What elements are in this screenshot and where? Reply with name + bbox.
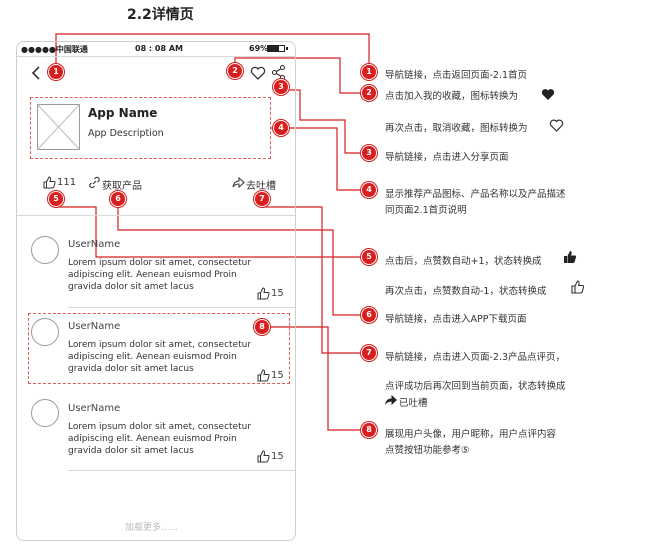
note-8b: 点赞按钮功能参考⑤ bbox=[385, 445, 470, 456]
comment-text: Lorem ipsum dolor sit amet, consectetur … bbox=[68, 422, 252, 456]
get-product-link[interactable]: 获取产品 bbox=[102, 181, 142, 192]
connector-4 bbox=[271, 127, 369, 191]
like-count[interactable]: 111 bbox=[57, 177, 77, 188]
battery-tip bbox=[286, 47, 288, 50]
avatar[interactable] bbox=[31, 236, 59, 264]
complain-link[interactable]: 去吐槽 bbox=[246, 181, 276, 192]
note-badge-3: 3 bbox=[362, 146, 376, 160]
comment-like-count[interactable]: 15 bbox=[271, 370, 284, 381]
share-arrow-filled-icon bbox=[385, 395, 397, 405]
note-4b: 同页面2.1首页说明 bbox=[385, 205, 467, 216]
note-7b: 点评成功后再次回到当前页面，状态转换成 bbox=[385, 381, 566, 392]
connector-8 bbox=[270, 326, 369, 431]
avatar[interactable] bbox=[31, 399, 59, 427]
comment-divider bbox=[68, 470, 295, 471]
annotation-badge-7: 7 bbox=[255, 192, 269, 206]
annotation-badge-4: 4 bbox=[274, 121, 288, 135]
note-badge-1: 1 bbox=[362, 65, 376, 79]
status-bar: ●●●●●中国联通 08 : 08 AM 69% bbox=[17, 42, 295, 56]
comment-highlight-box bbox=[28, 313, 290, 384]
annotation-badge-5: 5 bbox=[49, 192, 63, 206]
note-5a: 点击后，点赞数自动+1，状态转换成 bbox=[385, 256, 542, 267]
comment-text: Lorem ipsum dolor sit amet, consectetur … bbox=[68, 340, 252, 374]
carrier-label: ●●●●●中国联通 bbox=[21, 45, 88, 54]
annotation-badge-2: 2 bbox=[228, 64, 242, 78]
app-card bbox=[30, 97, 271, 159]
comment-text: Lorem ipsum dolor sit amet, consectetur … bbox=[68, 258, 252, 292]
note-badge-5: 5 bbox=[362, 250, 376, 264]
app-description: App Description bbox=[88, 128, 164, 139]
comment-username[interactable]: UserName bbox=[68, 403, 121, 414]
phone-frame: ●●●●●中国联通 08 : 08 AM 69% App Name App De… bbox=[16, 41, 296, 541]
comment-like-count[interactable]: 15 bbox=[271, 288, 284, 299]
comment-like-count[interactable]: 15 bbox=[271, 451, 284, 462]
note-4a: 显示推荐产品图标、产品名称以及产品描述 bbox=[385, 189, 566, 200]
annotation-badge-8: 8 bbox=[255, 320, 269, 334]
annotation-badge-3: 3 bbox=[274, 80, 288, 94]
thumbs-up-filled-icon bbox=[564, 251, 577, 263]
annotation-badge-1: 1 bbox=[49, 65, 63, 79]
comment-username[interactable]: UserName bbox=[68, 239, 121, 250]
note-badge-7: 7 bbox=[362, 346, 376, 360]
note-badge-6: 6 bbox=[362, 308, 376, 322]
thumbs-up-outline-icon bbox=[571, 280, 585, 294]
app-icon-placeholder bbox=[37, 104, 80, 150]
thumbs-up-outline-icon[interactable] bbox=[43, 176, 56, 189]
thumbs-up-outline-icon[interactable] bbox=[257, 450, 270, 463]
clock: 08 : 08 AM bbox=[135, 44, 183, 53]
battery-fill bbox=[268, 46, 280, 51]
note-badge-2: 2 bbox=[362, 86, 376, 100]
note-1: 导航链接，点击返回页面-2.1首页 bbox=[385, 70, 528, 81]
note-2a: 点击加入我的收藏，图标转换为 bbox=[385, 91, 519, 102]
note-3: 导航链接，点击进入分享页面 bbox=[385, 152, 509, 163]
thumbs-up-outline-icon[interactable] bbox=[257, 287, 270, 300]
heart-outline-icon[interactable] bbox=[250, 66, 266, 80]
note-8a: 展现用户头像，用户昵称，用户点评内容 bbox=[385, 429, 557, 440]
load-more[interactable]: 加载更多...... bbox=[125, 523, 179, 533]
link-icon bbox=[89, 176, 100, 189]
avatar[interactable] bbox=[31, 318, 59, 346]
annotation-badge-6: 6 bbox=[111, 192, 125, 206]
app-name: App Name bbox=[88, 106, 158, 120]
thumbs-up-outline-icon[interactable] bbox=[257, 369, 270, 382]
note-7a: 导航链接，点击进入页面-2.3产品点评页， bbox=[385, 352, 566, 363]
note-badge-8: 8 bbox=[362, 423, 376, 437]
heart-outline-icon bbox=[549, 119, 564, 132]
status-divider bbox=[17, 56, 295, 57]
comment-username[interactable]: UserName bbox=[68, 321, 121, 332]
note-badge-4: 4 bbox=[362, 183, 376, 197]
share-icon[interactable] bbox=[271, 64, 286, 81]
comment-divider bbox=[68, 307, 295, 308]
battery-icon bbox=[267, 45, 285, 52]
note-5b: 再次点击，点赞数自动-1，状态转换成 bbox=[385, 286, 547, 297]
page-title: 2.2详情页 bbox=[127, 7, 194, 23]
connector-2 bbox=[234, 57, 369, 94]
connector-1 bbox=[55, 33, 370, 72]
heart-filled-icon bbox=[541, 89, 555, 100]
note-2b: 再次点击，取消收藏，图标转换为 bbox=[385, 123, 528, 134]
battery-percent: 69% bbox=[249, 44, 269, 53]
connector-6 bbox=[117, 196, 369, 316]
note-7c: 已吐槽 bbox=[399, 398, 428, 409]
action-divider bbox=[17, 215, 295, 216]
note-6: 导航链接，点击进入APP下载页面 bbox=[385, 314, 527, 325]
share-arrow-icon bbox=[232, 176, 245, 189]
back-icon[interactable] bbox=[31, 66, 41, 80]
